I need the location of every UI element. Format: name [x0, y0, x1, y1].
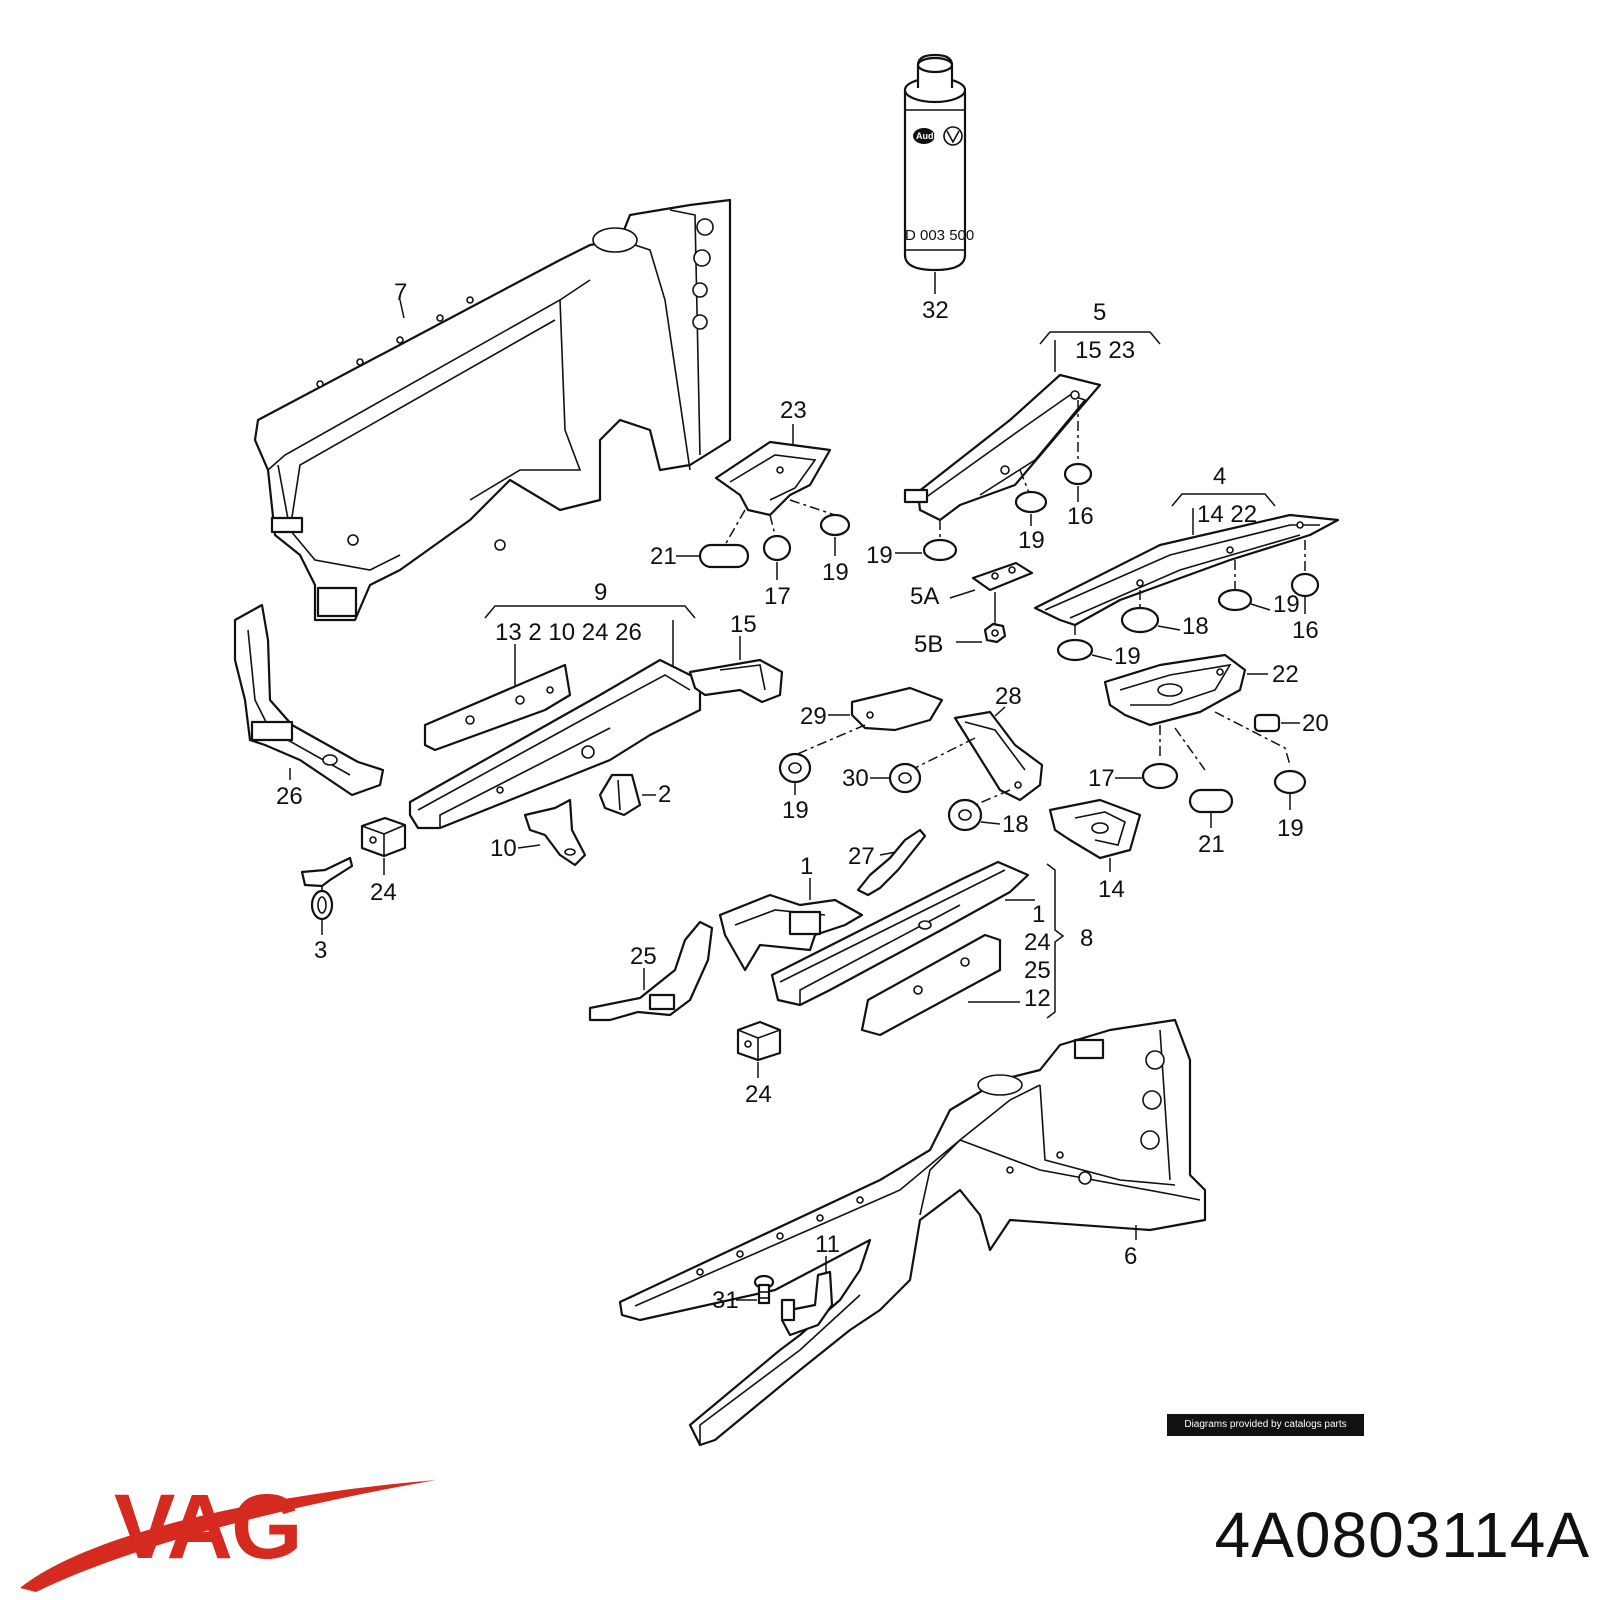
callout-24-lower: 24 [745, 1081, 772, 1108]
callout-27: 27 [848, 843, 875, 870]
svg-text:Audi: Audi [916, 131, 936, 141]
block-24-left [360, 816, 407, 858]
side-member-6 [618, 1018, 1207, 1447]
grommets-29-30 [778, 752, 983, 832]
crossmember-1 [718, 893, 864, 972]
callout-21-upper: 21 [650, 543, 677, 570]
callout-28: 28 [995, 683, 1022, 710]
callout-24-left: 24 [370, 879, 397, 906]
strip-27 [856, 828, 927, 897]
callout-8-item-24: 24 [1024, 929, 1051, 956]
panel-13 [423, 663, 572, 752]
callout-21-right: 21 [1198, 831, 1225, 858]
callout-19-c: 19 [866, 542, 893, 569]
member-5 [903, 373, 1102, 522]
callout-9: 9 [594, 579, 607, 606]
callout-29: 29 [800, 703, 827, 730]
callout-25: 25 [630, 943, 657, 970]
rail-9 [408, 658, 702, 830]
callout-4: 4 [1213, 463, 1226, 490]
callout-3: 3 [314, 937, 327, 964]
part-number: 4A0803114A [1214, 1499, 1590, 1571]
callout-16-right: 16 [1292, 617, 1319, 644]
callout-15: 15 [730, 611, 757, 638]
callout-22: 22 [1272, 661, 1299, 688]
plugs-23-group [698, 513, 851, 569]
rail-8 [770, 860, 1030, 1007]
logo-wordmark: VAG [114, 1476, 301, 1578]
callout-19-a: 19 [822, 559, 849, 586]
callout-5: 5 [1093, 299, 1106, 326]
callout-4-subparts: 14 22 [1197, 501, 1257, 528]
callout-11: 11 [815, 1231, 840, 1258]
rail-4 [1033, 513, 1340, 627]
vag-logo: VAG [20, 1476, 436, 1592]
callout-5-subparts: 15 23 [1075, 337, 1135, 364]
callout-19-b: 19 [1018, 527, 1045, 554]
plugs-group-4 [1056, 572, 1320, 662]
callout-5A: 5A [910, 583, 939, 610]
panel-12 [860, 933, 1002, 1037]
callout-1: 1 [800, 853, 813, 880]
bracket-11 [780, 1270, 834, 1337]
clip-20 [1253, 713, 1281, 733]
bracket-10 [523, 798, 587, 867]
diagram-credit-banner: Diagrams provided by catalogs parts [1167, 1414, 1364, 1436]
callout-17-right: 17 [1088, 765, 1115, 792]
plugs-group-22 [1141, 762, 1307, 814]
callout-20: 20 [1302, 710, 1329, 737]
bracket-25 [588, 920, 714, 1022]
bracket-2 [598, 773, 642, 817]
callout-8: 8 [1080, 925, 1093, 952]
spray-can-32: Audi D 003 500 [903, 53, 974, 272]
callout-18-center: 18 [1002, 811, 1029, 838]
callout-8-item-25: 25 [1024, 957, 1051, 984]
callout-9-subparts: 13 2 10 24 26 [495, 619, 642, 646]
bracket-28 [953, 710, 1044, 802]
callout-18-upper: 18 [1182, 613, 1209, 640]
callout-8-item-1: 1 [1032, 901, 1045, 928]
rubber-plugs-upper [922, 462, 1093, 562]
bracket-23 [714, 440, 832, 517]
bracket-29 [850, 686, 944, 732]
bracket-26 [233, 603, 385, 797]
callout-16-upper: 16 [1067, 503, 1094, 530]
front-panel-7 [253, 198, 732, 622]
callout-7: 7 [394, 279, 407, 306]
tow-eye-3 [300, 856, 354, 921]
callout-17-upper: 17 [764, 583, 791, 610]
callout-19-f: 19 [782, 797, 809, 824]
callout-26: 26 [276, 783, 303, 810]
callout-19-g: 19 [1277, 815, 1304, 842]
bracket-22 [1103, 653, 1247, 727]
callout-31: 31 [712, 1287, 739, 1314]
callout-32: 32 [922, 297, 949, 324]
callout-30: 30 [842, 765, 869, 792]
nut-5B [983, 622, 1007, 644]
bracket-15 [688, 658, 784, 704]
callout-5B: 5B [914, 631, 943, 658]
callout-14: 14 [1098, 876, 1125, 903]
callout-10: 10 [490, 835, 517, 862]
bracket-14 [1048, 798, 1142, 860]
callout-6: 6 [1124, 1243, 1137, 1270]
callout-23: 23 [780, 397, 807, 424]
can-code: D 003 500 [905, 227, 974, 244]
plate-5A [971, 561, 1034, 592]
callout-19-e: 19 [1273, 591, 1300, 618]
block-24-lower [736, 1020, 782, 1062]
bolt-31 [753, 1274, 775, 1305]
callout-19-d: 19 [1114, 643, 1141, 670]
callout-2: 2 [658, 781, 671, 808]
callout-8-item-12: 12 [1024, 985, 1051, 1012]
